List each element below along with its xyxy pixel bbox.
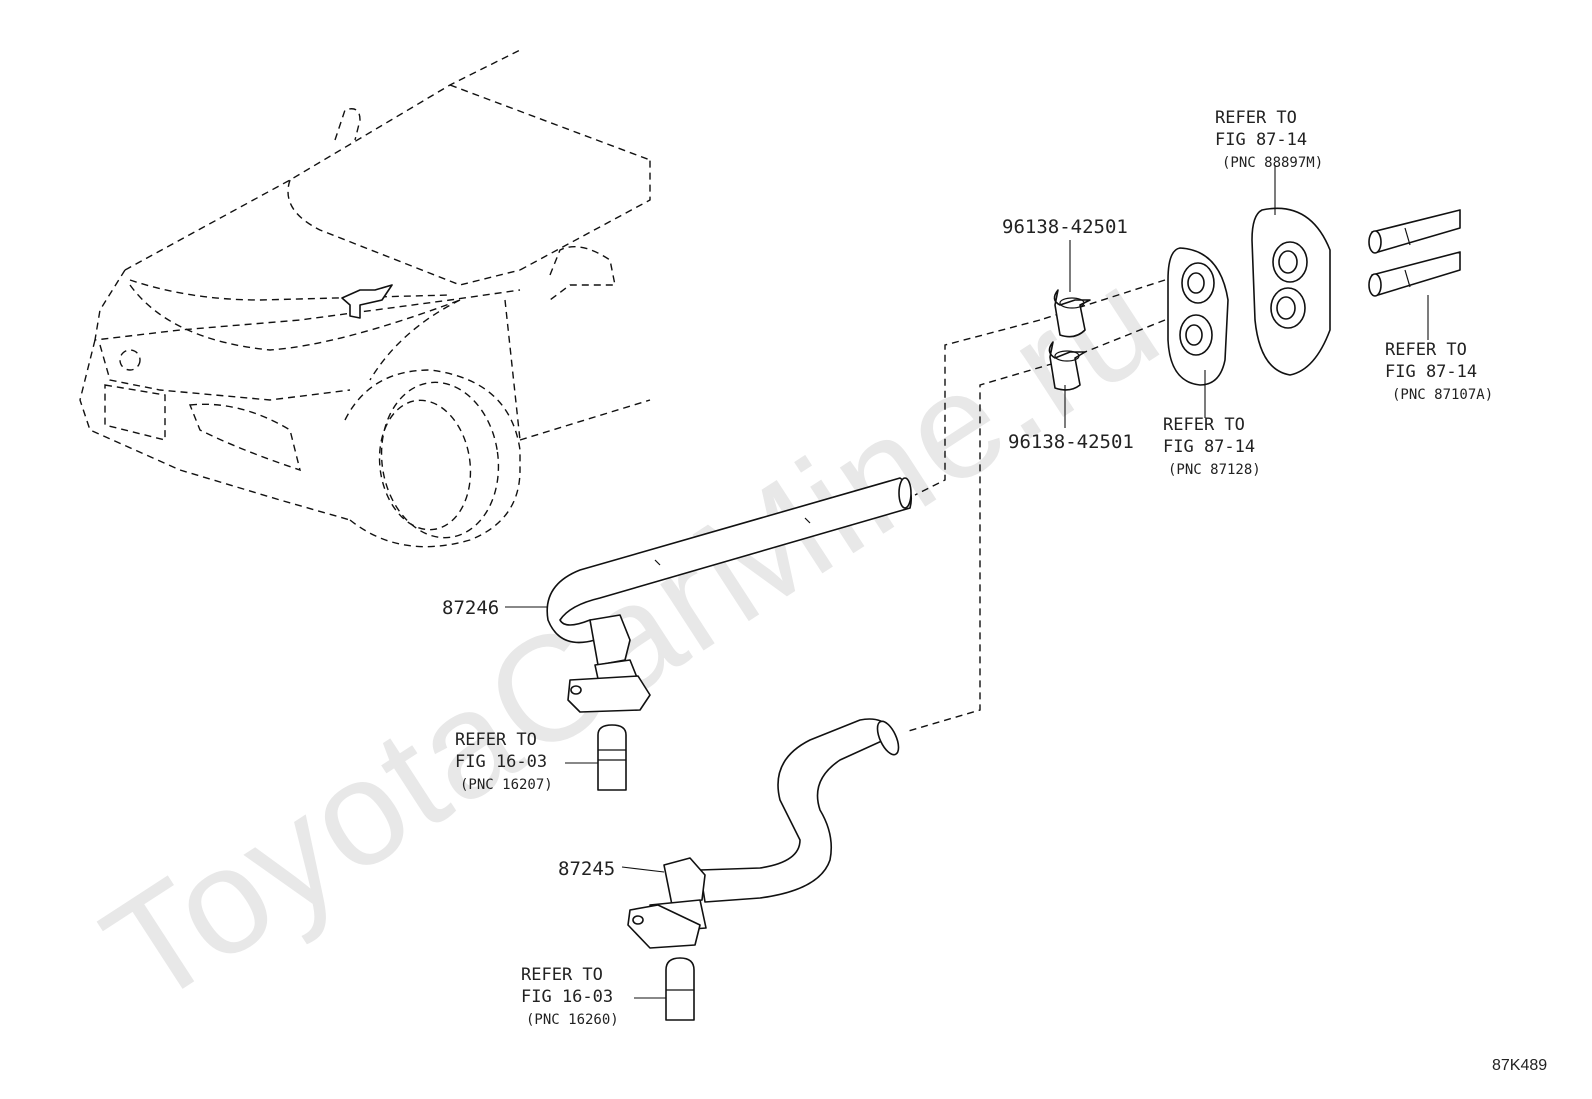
part-number-clamp-upper[interactable]: 96138-42501: [1002, 216, 1128, 238]
vehicle-outline: [79, 49, 651, 548]
grommet-87128: [1167, 247, 1229, 386]
valve-lower: [627, 857, 707, 949]
ref-88897m-line2: FIG 87-14: [1215, 130, 1307, 150]
ref-16260-pnc: (PNC 16260): [526, 1012, 619, 1028]
ref-87107a-line2: FIG 87-14: [1385, 362, 1477, 382]
part-number-hose-lower[interactable]: 87245: [558, 858, 615, 880]
clamp-lower[interactable]: [1048, 341, 1086, 391]
hose-87246[interactable]: [546, 477, 913, 644]
figure-code: 87K489: [1492, 1057, 1547, 1074]
pipe-16260: [665, 957, 695, 1021]
ref-87128-line1: REFER TO: [1163, 415, 1245, 435]
hose-87245[interactable]: [699, 718, 903, 903]
ref-88897m-pnc: (PNC 88897M): [1222, 155, 1323, 171]
ref-88897m-line1: REFER TO: [1215, 108, 1297, 128]
ref-87128-line2: FIG 87-14: [1163, 437, 1255, 457]
part-number-hose-upper[interactable]: 87246: [442, 597, 499, 619]
hoses-87107a: [1368, 209, 1461, 297]
ref-16207-pnc: (PNC 16207): [460, 777, 553, 793]
ref-87107a-line1: REFER TO: [1385, 340, 1467, 360]
ref-16260-line1: REFER TO: [521, 965, 603, 985]
leader-lines: [505, 165, 1429, 999]
ref-16260-line2: FIG 16-03: [521, 987, 613, 1007]
clamp-upper[interactable]: [1053, 289, 1091, 338]
ref-16207-line1: REFER TO: [455, 730, 537, 750]
cover-88897m: [1251, 207, 1331, 376]
ref-16207-line2: FIG 16-03: [455, 752, 547, 772]
part-number-clamp-lower[interactable]: 96138-42501: [1008, 431, 1134, 453]
ref-87128-pnc: (PNC 87128): [1168, 462, 1261, 478]
pipe-16207: [597, 724, 627, 791]
ref-87107a-pnc: (PNC 87107A): [1392, 387, 1493, 403]
valve-upper: [567, 614, 651, 713]
